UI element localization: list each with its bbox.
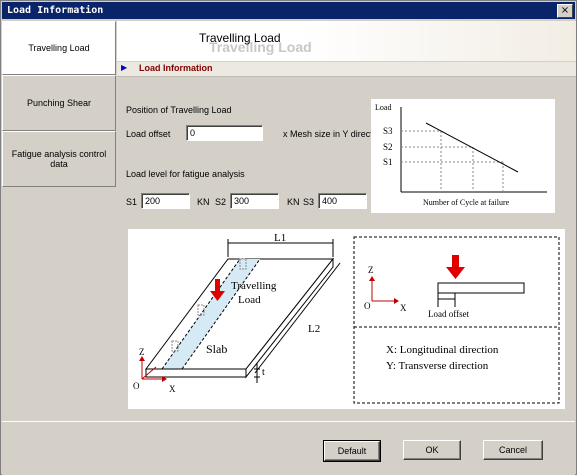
- slab-side-face: [245, 257, 334, 379]
- load-cycle-graph-svg: Load S3 S2 S1 Number of Cycle at failure: [375, 103, 547, 207]
- axis-origin-label: O: [133, 381, 140, 391]
- lane-mark: [197, 304, 205, 316]
- axis2-z-arrow-icon: [369, 276, 375, 281]
- s3-label: S3: [303, 197, 315, 207]
- load-offset-unit: x Mesh size in Y direction: [283, 129, 385, 139]
- legend-x: X: Longitudinal direction: [386, 344, 499, 356]
- header-shadow-title: Travelling Load: [209, 39, 312, 55]
- graph-tick-s3: S3: [383, 126, 393, 136]
- s2-input[interactable]: [230, 193, 279, 209]
- dim-l2-line: [254, 262, 341, 374]
- triangle-right-icon: ▶: [121, 63, 128, 72]
- default-button[interactable]: Default: [323, 440, 381, 462]
- travelling-load-label-2: Load: [238, 294, 261, 306]
- section-arrow-shaft: [452, 255, 459, 267]
- axis-x-arrow-icon: [162, 376, 167, 382]
- dim-l2-label: L2: [308, 323, 320, 335]
- lane-mark: [239, 258, 247, 270]
- position-heading: Position of Travelling Load: [126, 105, 232, 115]
- sidebar-item-label: Punching Shear: [26, 98, 92, 108]
- sidebar: Travelling Load Punching Shear Fatigue a…: [2, 21, 116, 421]
- page-title: Travelling Load: [199, 31, 281, 45]
- graph-load-line: [425, 122, 519, 173]
- sidebar-item-label: Travelling Load: [28, 43, 90, 53]
- lane-edge-right: [181, 258, 261, 370]
- load-offset-label: Load offset: [126, 129, 171, 139]
- page-header: Travelling Load Travelling Load: [117, 21, 576, 61]
- load-arrow-shaft: [215, 279, 220, 291]
- s2-label: S2: [215, 197, 227, 207]
- slab-cross-section: [437, 282, 525, 294]
- legend-y: Y: Transverse direction: [386, 360, 489, 372]
- axis-z-arrow-icon: [139, 356, 145, 361]
- close-icon[interactable]: ×: [557, 4, 573, 18]
- cancel-button[interactable]: Cancel: [483, 440, 543, 460]
- load-cycle-graph: Load S3 S2 S1 Number of Cycle at failure: [371, 99, 555, 213]
- slab-diagram-svg: L1 L2 t Travelling Load Slab Z O X: [133, 232, 560, 404]
- graph-ylabel: Load: [375, 103, 391, 112]
- axis2-x-arrow-icon: [394, 298, 399, 304]
- axis-y-line: [141, 366, 157, 380]
- window-title: Load Information: [7, 5, 104, 16]
- axis2-origin-label: O: [364, 301, 371, 311]
- slab-diagram: L1 L2 t Travelling Load Slab Z O X: [128, 229, 565, 409]
- s3-input[interactable]: [318, 193, 367, 209]
- dim-t-label: t: [262, 367, 265, 378]
- section-bar: ▶ Load Information: [117, 62, 576, 77]
- content-panel: Travelling Load Travelling Load ▶ Load I…: [116, 21, 576, 421]
- axis-z-label: Z: [139, 347, 145, 357]
- axis-x-label: X: [169, 384, 176, 394]
- sidebar-item-label: Fatigue analysis control data: [11, 149, 107, 169]
- title-bar: Load Information ×: [2, 2, 575, 19]
- travelling-load-label: Travelling: [231, 280, 277, 292]
- graph-tick-s2: S2: [383, 142, 393, 152]
- s1-label: S1: [126, 197, 138, 207]
- dialog-footer: Default OK Cancel: [2, 421, 575, 475]
- slab-front-face: [145, 368, 247, 378]
- section-view-box: [353, 236, 560, 404]
- graph-tick-s1: S1: [383, 157, 393, 167]
- section-title: Load Information: [139, 63, 213, 73]
- graph-xlabel: Number of Cycle at failure: [423, 198, 510, 207]
- sidebar-item-travelling-load[interactable]: Travelling Load: [2, 21, 116, 75]
- sidebar-item-punching-shear[interactable]: Punching Shear: [2, 75, 116, 131]
- axis2-x-label: X: [400, 303, 407, 313]
- dim-l1-label: L1: [274, 232, 286, 244]
- load-offset-input[interactable]: [186, 125, 263, 141]
- load-level-heading: Load level for fatigue analysis: [126, 169, 245, 179]
- travel-lane: [162, 259, 260, 369]
- s2-unit: KN: [287, 197, 300, 207]
- axis2-z-label: Z: [368, 265, 374, 275]
- section-load-arrow-icon: [446, 267, 465, 279]
- section-offset-label: Load offset: [428, 309, 470, 319]
- lane-mark: [171, 340, 179, 352]
- load-arrow-icon: [210, 291, 225, 301]
- s1-input[interactable]: [141, 193, 190, 209]
- ok-button[interactable]: OK: [403, 440, 461, 460]
- sidebar-item-fatigue-analysis[interactable]: Fatigue analysis control data: [2, 131, 116, 187]
- slab-label: Slab: [206, 342, 227, 356]
- s1-unit: KN: [197, 197, 210, 207]
